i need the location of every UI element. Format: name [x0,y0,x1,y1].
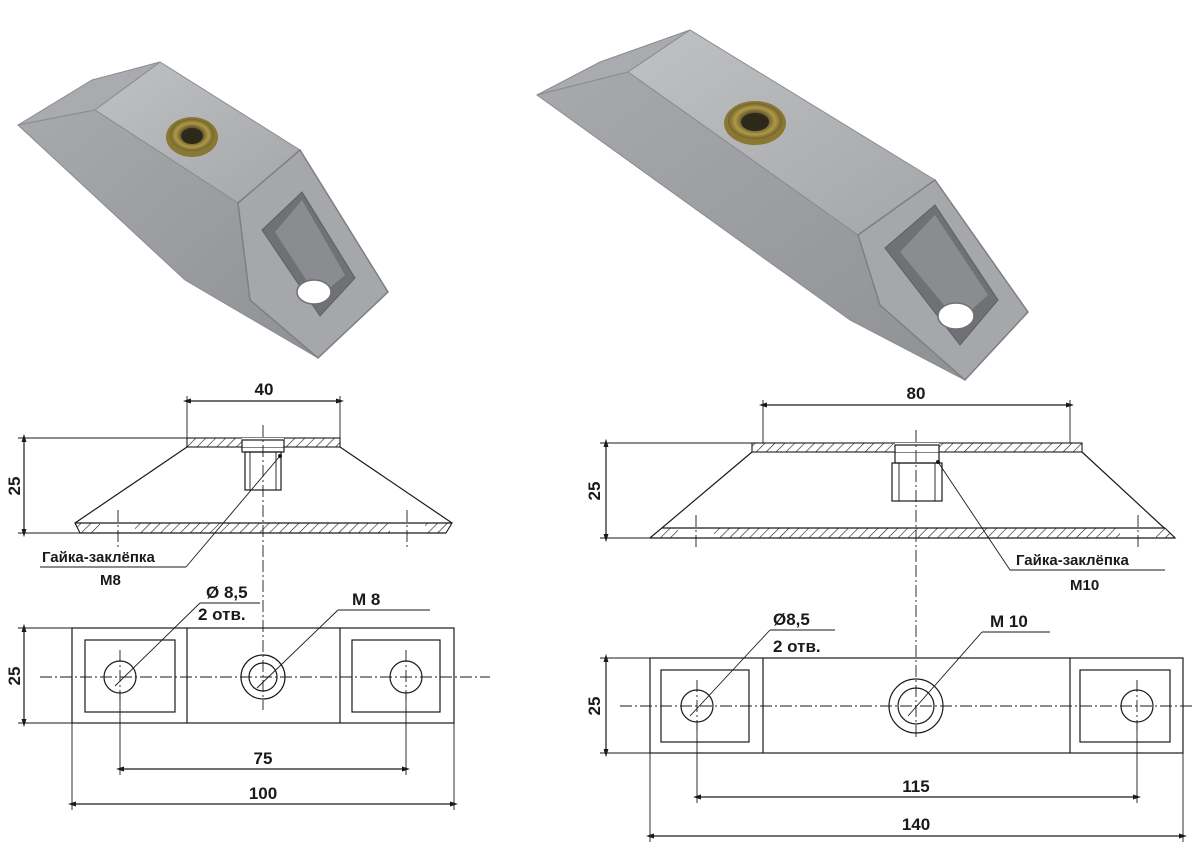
large-side-view: 80 25 Гайка-заклёпка M10 [585,384,1177,594]
small-side-height-label: 25 [5,477,24,496]
large-rivet-nut-icon [724,101,786,145]
small-hole-diameter-label: Ø 8,5 [206,583,248,602]
large-top-width-label: 80 [907,384,926,403]
small-top-width-label: 40 [255,380,274,399]
large-hole-diameter-label: Ø8,5 [773,610,810,629]
large-side-height-label: 25 [585,482,604,501]
small-top-view: Ø 8,5 2 отв. M 8 25 75 100 [5,560,490,810]
large-callout-leader [937,461,1011,571]
small-callout-name: Гайка-заклёпка [42,549,155,566]
large-hole-spacing-label: 115 [902,777,929,796]
large-plan-height-label: 25 [585,697,604,716]
small-mounting-hole-icon [296,279,332,305]
large-hole-count-label: 2 отв. [773,637,821,656]
small-hole-count-label: 2 отв. [198,605,246,624]
small-plan-height-label: 25 [5,667,24,686]
small-thread-label: M 8 [352,590,380,609]
small-callout-size: M8 [100,572,121,589]
small-hole-spacing-label: 75 [254,749,273,768]
large-total-length-label: 140 [902,815,930,834]
large-thread-label: M 10 [990,612,1028,631]
small-rivet-nut-icon [166,117,218,157]
large-plan-outline [649,657,1184,754]
large-callout-name: Гайка-заклёпка [1016,552,1129,569]
small-side-view: 40 25 Гайка-заклёпка M8 [5,380,453,589]
large-callout-size: M10 [1070,577,1099,594]
large-top-view: Ø8,5 2 отв. M 10 25 115 140 [585,565,1195,842]
small-callout-leader [185,455,281,568]
small-bracket-photo [16,61,389,360]
large-mounting-hole-icon [937,302,975,330]
small-total-length-label: 100 [249,784,277,803]
large-bracket-photo [535,29,1029,382]
